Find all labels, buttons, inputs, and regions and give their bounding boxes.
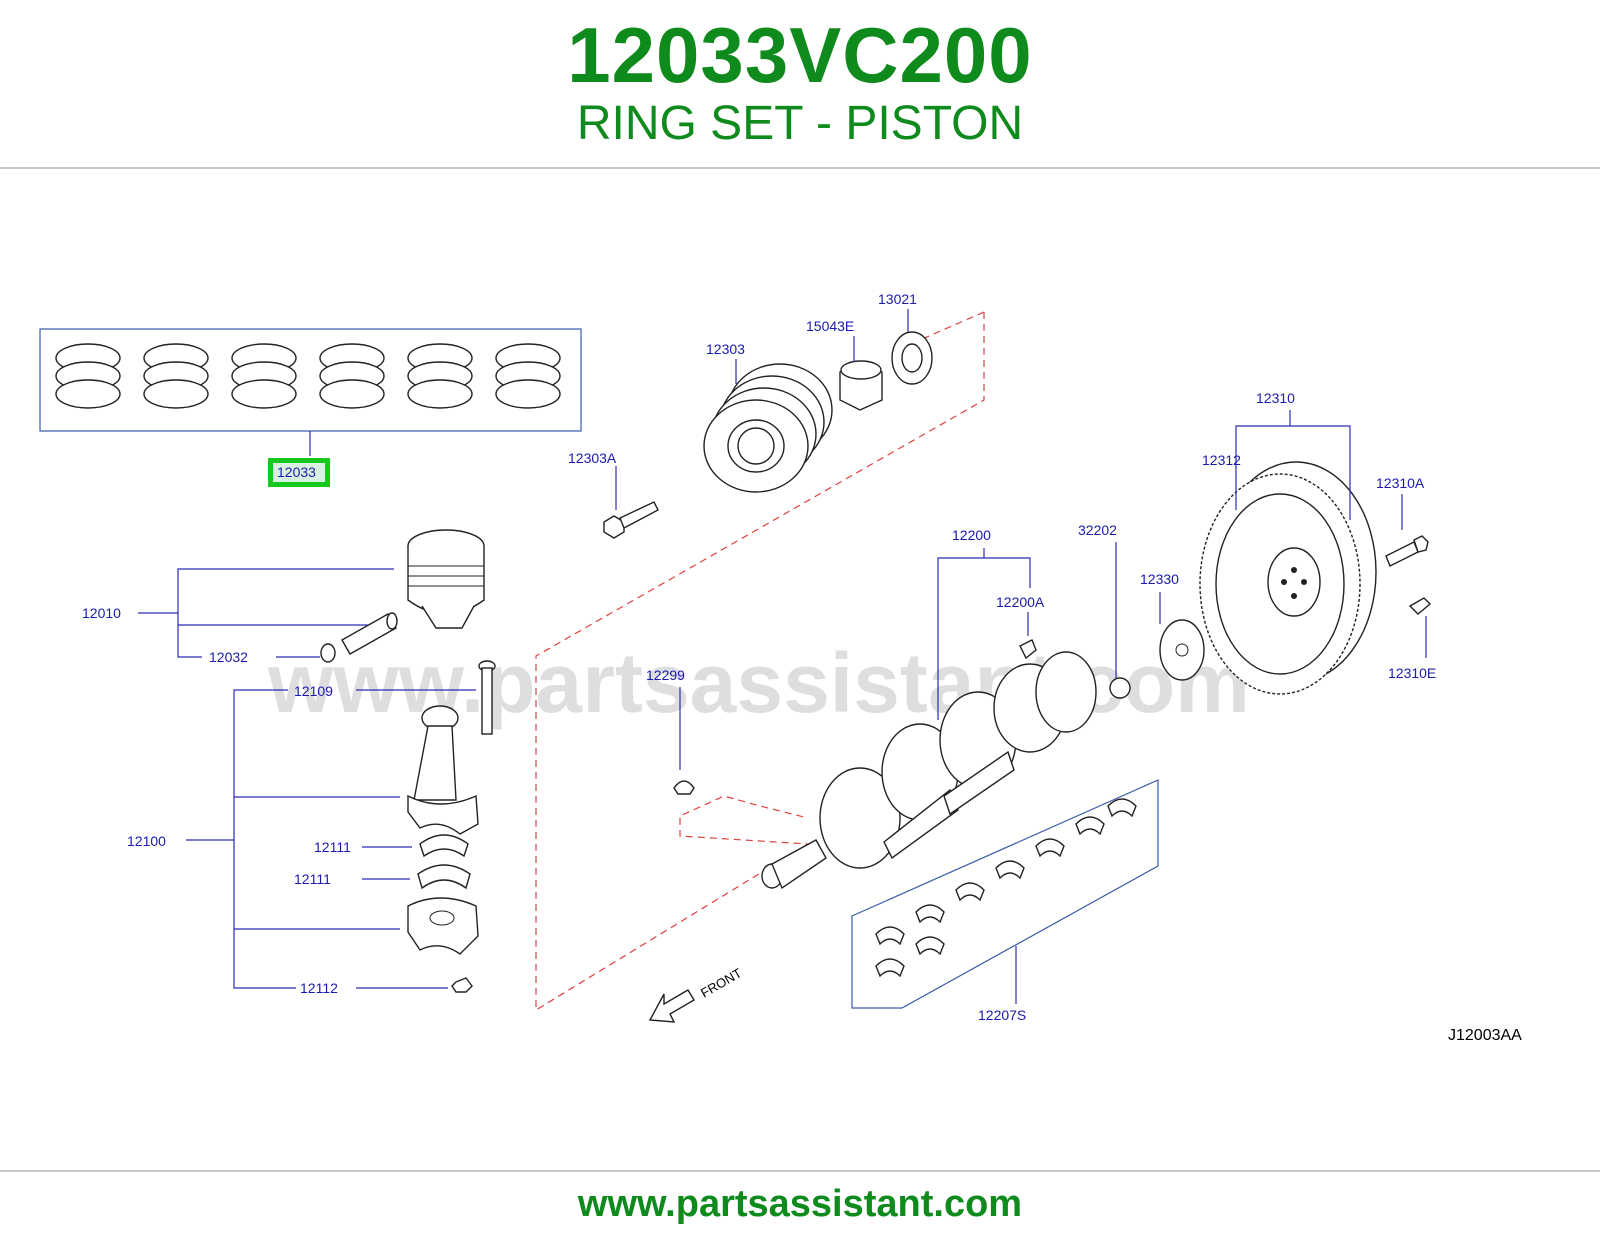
main-bearing-shells: [875, 798, 1137, 978]
connecting-rod: [407, 705, 479, 835]
piston: [407, 529, 485, 629]
callout-12109: 12109: [294, 683, 333, 699]
page-header: 12033VC200 RING SET - PISTON: [0, 0, 1600, 168]
flywheel-dowel-pin: [1408, 597, 1432, 615]
diagram-watermark: www.partsassistant.com: [267, 636, 1250, 730]
callout-12299: 12299: [646, 667, 685, 683]
part-name-subtitle: RING SET - PISTON: [576, 97, 1024, 150]
callout-32202: 32202: [1078, 522, 1117, 538]
highlighted-callout-12033[interactable]: 12033: [268, 458, 330, 487]
callout-12200a: 12200A: [996, 594, 1045, 610]
flywheel: [1199, 461, 1377, 695]
piston-pin: [341, 612, 398, 655]
part-number-title: 12033VC200: [567, 11, 1033, 99]
callout-12310e: 12310E: [1388, 665, 1436, 681]
callout-12032: 12032: [209, 649, 248, 665]
callout-15043e: 15043E: [806, 318, 854, 334]
front-direction-arrow-icon: [648, 989, 695, 1023]
woodruff-key: [673, 780, 695, 795]
callout-12200: 12200: [952, 527, 991, 543]
snap-ring: [320, 643, 336, 663]
callout-12207s: 12207S: [978, 1007, 1026, 1023]
callout-12303a: 12303A: [568, 450, 617, 466]
callout-12033: 12033: [277, 464, 316, 480]
connecting-rod-bearing-lower: [417, 864, 471, 890]
pilot-bushing: [1109, 677, 1131, 699]
flywheel-bolt: [1385, 535, 1429, 567]
footer-url-link[interactable]: www.partsassistant.com: [577, 1183, 1023, 1225]
callout-12310: 12310: [1256, 390, 1295, 406]
callout-12303: 12303: [706, 341, 745, 357]
connecting-rod-cap: [407, 897, 479, 955]
callout-12330: 12330: [1140, 571, 1179, 587]
crankshaft-sprocket: [891, 331, 933, 385]
parts-diagram: www.partsassistant.com: [39, 291, 1522, 1044]
main-bearing-set-group: 12207S: [851, 779, 1159, 1023]
crankshaft: [761, 651, 1097, 890]
callout-12111-upper: 12111: [314, 839, 351, 855]
crankshaft-sprocket-spacer: [839, 360, 883, 411]
crankshaft-plug: [1019, 639, 1037, 660]
crankshaft-pulley: [703, 363, 833, 493]
footer-divider: [0, 1170, 1600, 1172]
diagram-reference-code: J12003AA: [1448, 1027, 1522, 1044]
connecting-rod-bolt: [478, 660, 496, 735]
header-divider: [0, 167, 1600, 169]
callout-12310a: 12310A: [1376, 475, 1425, 491]
front-label: FRONT: [698, 965, 744, 1000]
flywheel-reinforcement-plate: [1159, 619, 1205, 681]
callout-12312: 12312: [1202, 452, 1241, 468]
callout-13021: 13021: [878, 291, 917, 307]
callout-12100: 12100: [127, 833, 166, 849]
callout-12010: 12010: [82, 605, 121, 621]
assembly-outline: [535, 312, 985, 1012]
connecting-rod-bearing-upper: [419, 834, 469, 858]
callout-12112: 12112: [300, 980, 338, 996]
piston-ring-sets: [55, 343, 561, 409]
crank-pulley-bolt: [603, 501, 659, 539]
connecting-rod-nut: [451, 977, 473, 993]
callout-12111-lower: 12111: [294, 871, 331, 887]
ring-set-group: 12033: [39, 328, 582, 487]
